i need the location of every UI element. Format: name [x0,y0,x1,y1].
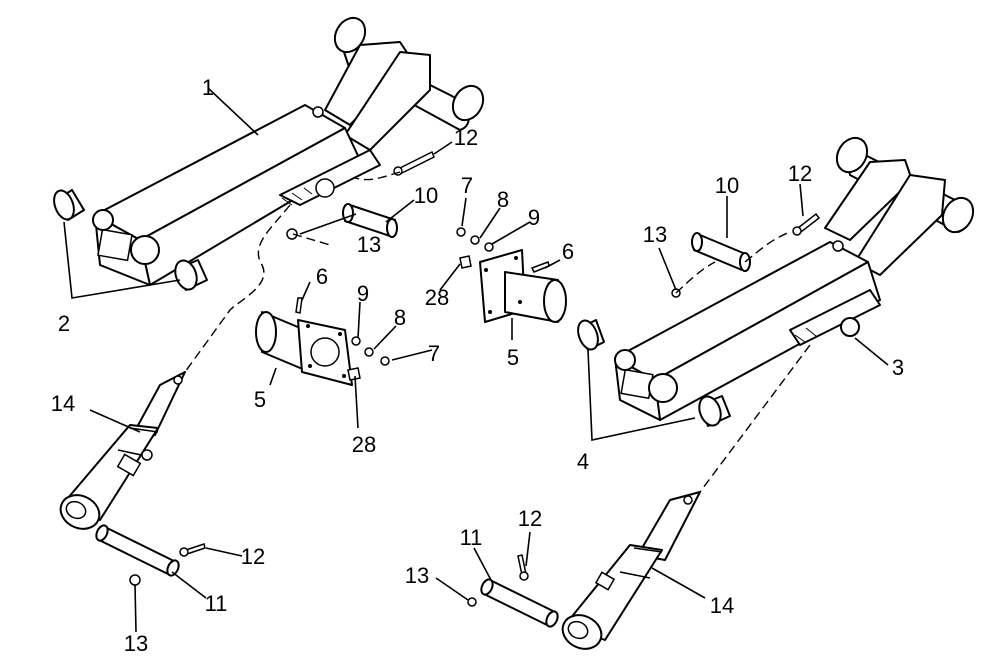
callout-5-left: 5 [253,387,267,412]
callout-6-left: 6 [315,264,329,289]
callout-2: 2 [57,311,71,336]
callout-11-right: 11 [459,525,483,550]
right-mount-plate-5 [479,249,567,323]
callout-12-upper-left: 12 [453,125,479,150]
callout-4: 4 [576,449,590,474]
callout-7-right: 7 [427,341,441,366]
left-bolt-12 [393,150,435,176]
callout-11-left: 11 [204,591,228,616]
left-arm-assembly [92,16,485,286]
right-bolt-12 [792,212,821,236]
callout-6-right: 6 [561,239,575,264]
nut-13-upper-left [286,228,298,240]
right-bushings [577,319,731,427]
right-lower-bolt-12 [517,554,529,581]
alignment-lines [184,171,811,493]
callout-14-right: 14 [709,593,735,618]
callout-1: 1 [201,75,215,100]
callout-13-right: 13 [642,222,668,247]
right-arm-assembly [614,136,975,421]
callout-10-right: 10 [714,173,740,198]
callout-28-top: 28 [424,285,450,310]
left-lower-bolt-12 [179,543,206,557]
right-plate-hardware [456,227,550,273]
callout-12-upper-right: 12 [787,161,813,186]
callout-28-left: 28 [351,432,377,457]
left-plate-hardware [295,297,390,381]
callout-8-top: 8 [496,187,510,212]
nut-13-lower-left [129,574,141,586]
callout-13-lower-left: 13 [123,631,149,656]
callout-13-lower-mid: 13 [404,563,430,588]
left-mount-plate-5 [255,311,353,386]
callout-8-left: 8 [393,305,407,330]
callout-7-top: 7 [460,173,474,198]
callout-9-left: 9 [356,281,370,306]
callout-9-top: 9 [527,205,541,230]
callout-13-upper-left: 13 [356,232,382,257]
left-bushings [53,189,208,291]
left-pin-11 [95,524,180,577]
callout-12-lower-left: 12 [240,544,266,569]
callout-5-right: 5 [506,345,520,370]
callout-10-left: 10 [413,183,439,208]
left-pin-10 [342,203,398,238]
leader-lines [63,87,889,633]
nut-13-lower-mid [467,597,477,607]
right-pin-11 [480,578,559,628]
callout-14-left: 14 [50,391,76,416]
right-cylinder-14 [561,491,701,650]
left-cylinder-14 [59,371,186,530]
callout-3: 3 [891,355,905,380]
right-pin-10 [691,232,751,272]
callout-12-lower-right: 12 [517,506,543,531]
